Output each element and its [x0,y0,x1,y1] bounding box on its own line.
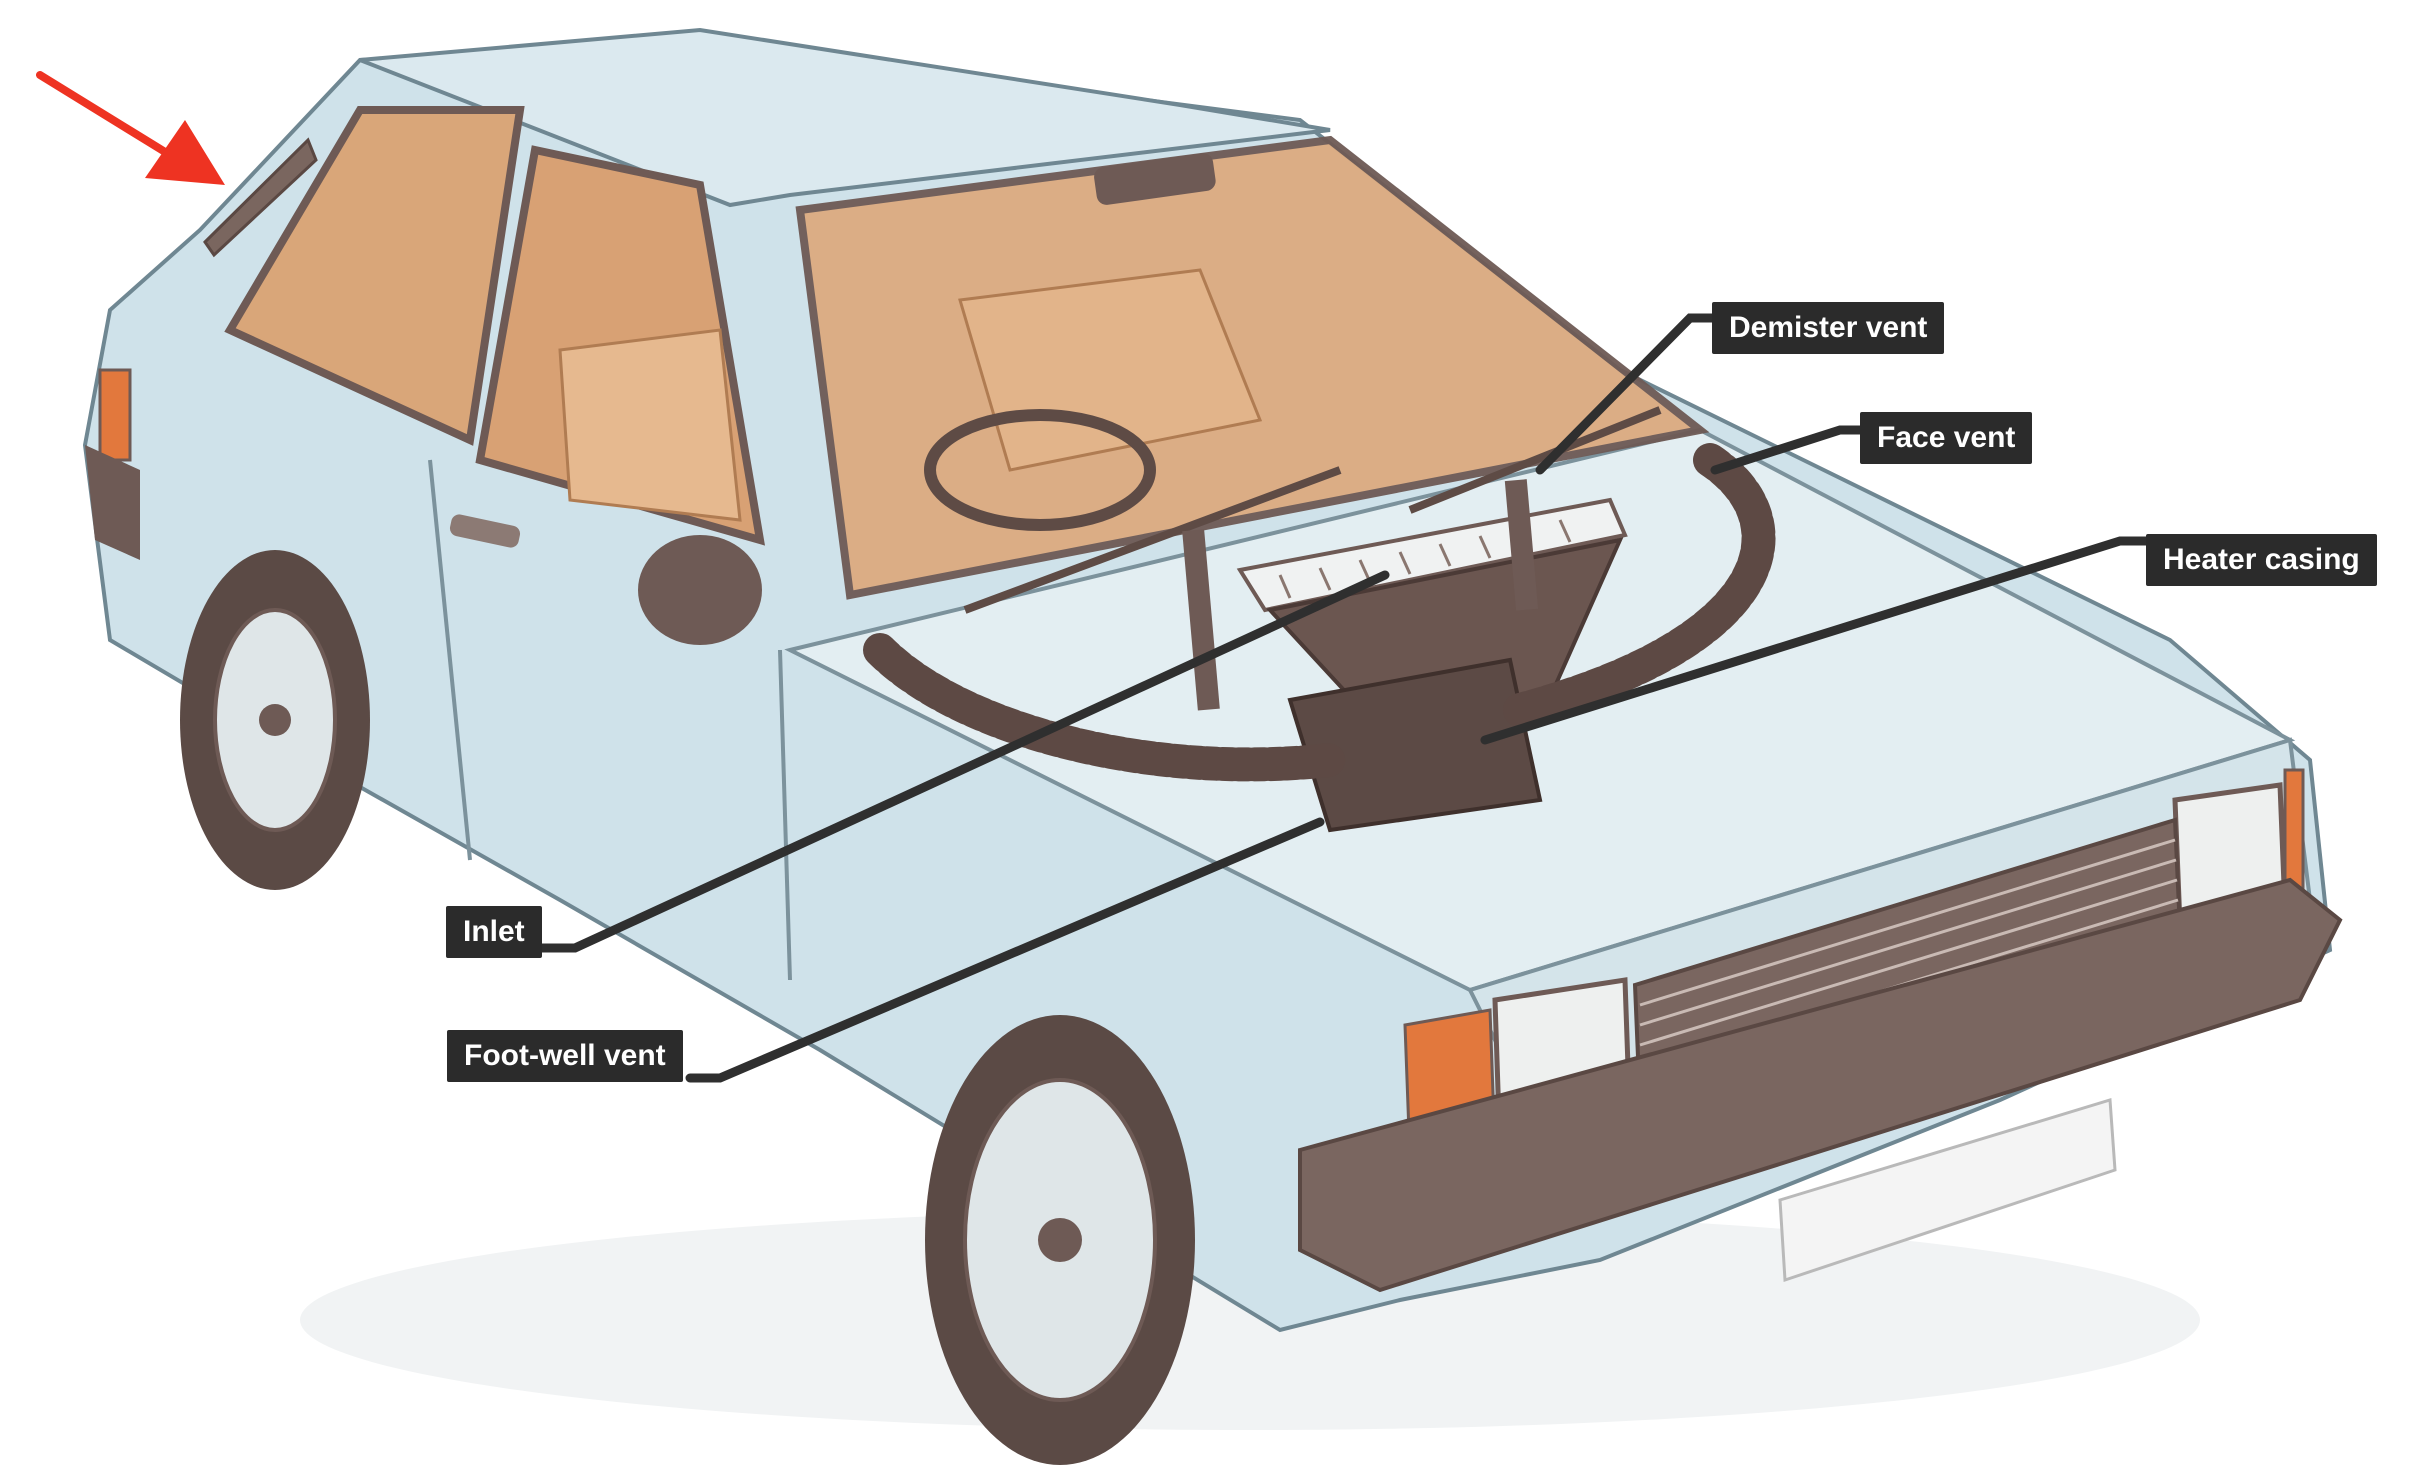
rear-seat [558,328,742,522]
door-line [428,459,472,861]
inlet-label: Inlet [446,906,542,958]
leader-heater [1480,536,2151,745]
foot-well-vent-label: Foot-well vent [447,1030,683,1082]
heater-unit [1287,657,1543,833]
rear-vent-grille [203,137,318,258]
front-bumper [1298,877,2343,1293]
rear-view-mirror [1094,153,1216,205]
face-vent-label: Face vent [1860,412,2033,464]
demister-duct-left [1182,529,1220,711]
front-wheel [925,1015,1195,1465]
steering-wheel [924,409,1156,531]
heater-casing-label: Heater casing [2146,534,2377,586]
door-line-front [778,649,792,981]
wiper-left [963,466,1342,614]
wiper-right [1408,406,1662,514]
rear-bumper [85,445,140,560]
hose-right [1503,443,1776,727]
rear-side-window [224,106,525,446]
leader-inlet [533,570,1390,953]
rear-light [98,368,132,462]
leader-demister [1535,313,1717,475]
car-roof [359,27,1331,208]
leader-face [1710,425,1865,475]
demister-vent-label: Demister vent [1712,302,1945,354]
leader-footwell [685,817,1325,1083]
rear-wheel [180,550,370,890]
hose-left [863,633,1347,782]
indicator-right [2283,768,2305,892]
demister-duct-right [1504,479,1539,611]
leader-lines [533,313,2151,1083]
door-mirror [638,535,762,645]
door-handle [449,514,521,548]
arrow-icon [36,71,225,185]
number-plate [1778,1098,2117,1283]
ground-shadow [300,1210,2200,1430]
